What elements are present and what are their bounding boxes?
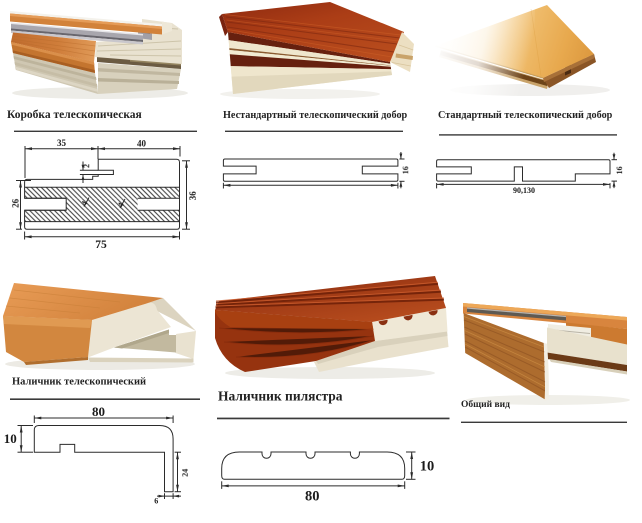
svg-text:Общий вид: Общий вид: [461, 399, 510, 410]
svg-text:10: 10: [4, 431, 17, 446]
svg-text:6: 6: [154, 497, 158, 506]
svg-text:80: 80: [92, 404, 105, 419]
svg-text:16: 16: [615, 166, 624, 174]
svg-text:40: 40: [137, 139, 147, 149]
svg-text:2: 2: [82, 164, 91, 168]
svg-text:4: 4: [116, 201, 126, 208]
svg-text:90,130: 90,130: [513, 186, 535, 195]
svg-text:Наличник пилястра: Наличник пилястра: [218, 389, 343, 404]
svg-text:35: 35: [57, 138, 67, 148]
svg-text:Стандартный телескопический до: Стандартный телескопический добор: [438, 110, 613, 121]
svg-text:Коробка телескопическая: Коробка телескопическая: [7, 109, 142, 121]
svg-text:26: 26: [10, 198, 20, 208]
svg-text:Наличник телескопический: Наличник телескопический: [12, 377, 146, 388]
svg-text:16: 16: [401, 166, 410, 174]
svg-text:80: 80: [305, 489, 320, 505]
svg-text:Нестандартный телескопический: Нестандартный телескопический добор: [223, 110, 408, 121]
svg-text:36: 36: [188, 191, 198, 201]
svg-text:75: 75: [95, 239, 107, 251]
svg-text:24: 24: [181, 469, 190, 477]
svg-text:10: 10: [420, 459, 435, 475]
svg-text:4: 4: [79, 200, 89, 207]
